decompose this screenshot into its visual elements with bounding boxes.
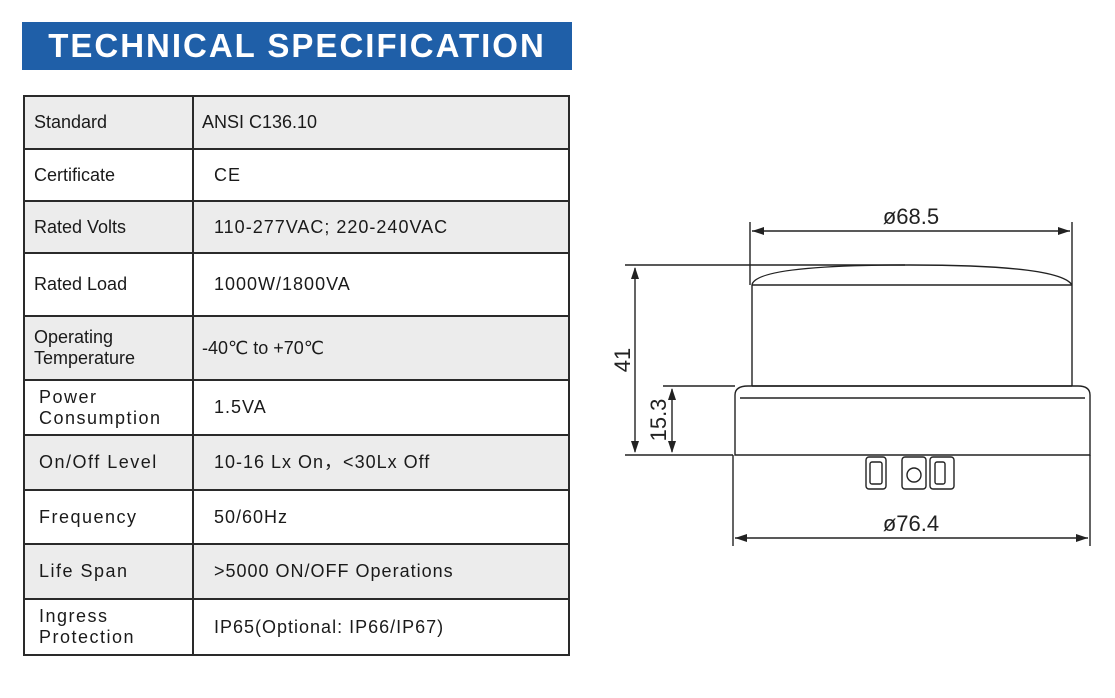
spec-label: Frequency [23,489,194,545]
table-row: Certificate CE [23,148,570,202]
bottom-diameter-label: ø76.4 [883,511,939,536]
photocontrol-dimension-drawing: ø68.5 ø76.4 41 15.3 [610,204,1091,546]
table-row: On/Off Level 10-16 Lx On，<30Lx Off [23,434,570,491]
spec-value: 10-16 Lx On，<30Lx Off [192,434,570,491]
prong-hole [906,467,922,483]
spec-value: 110-277VAC; 220-240VAC [192,200,570,254]
spec-label: Certificate [23,148,194,202]
dome-cap [751,264,1073,286]
spec-value: IP65(Optional: IP66/IP67) [192,598,570,656]
arrowhead [735,534,747,542]
spec-label: Standard [23,95,194,150]
spec-value: 1000W/1800VA [192,252,570,317]
prong-inner [934,461,946,485]
table-row: Standard ANSI C136.10 [23,95,570,150]
arrowhead [631,441,639,453]
spec-label: Ingress Protection [23,598,194,656]
base-height-label: 15.3 [646,399,671,442]
arrowhead [752,227,764,235]
table-row: Frequency 50/60Hz [23,489,570,545]
spec-value: 50/60Hz [192,489,570,545]
spec-value: CE [192,148,570,202]
height-label: 41 [610,348,635,372]
prong-inner [869,461,883,485]
table-row: Rated Load 1000W/1800VA [23,252,570,317]
base-housing [734,385,1091,456]
table-row: Power Consumption 1.5VA [23,379,570,436]
spec-value: ANSI C136.10 [192,95,570,150]
spec-label: Operating Temperature [23,315,194,381]
title-banner: TECHNICAL SPECIFICATION [22,22,572,70]
spec-label: Life Span [23,543,194,600]
prong [929,456,955,490]
arrowhead [668,388,676,400]
spec-value: >5000 ON/OFF Operations [192,543,570,600]
arrowhead [631,267,639,279]
table-row: Rated Volts 110-277VAC; 220-240VAC [23,200,570,254]
table-row: Ingress Protection IP65(Optional: IP66/I… [23,598,570,656]
spec-value: 1.5VA [192,379,570,436]
spec-value: -40℃ to +70℃ [192,315,570,381]
table-row: Life Span >5000 ON/OFF Operations [23,543,570,600]
spec-label: Rated Volts [23,200,194,254]
table-row: Operating Temperature -40℃ to +70℃ [23,315,570,381]
arrowhead [1058,227,1070,235]
spec-label: Power Consumption [23,379,194,436]
top-diameter-label: ø68.5 [883,204,939,229]
spec-label: Rated Load [23,252,194,317]
spec-table: Standard ANSI C136.10 Certificate CE Rat… [23,95,570,656]
prong [901,456,927,490]
prong [865,456,887,490]
spec-label: On/Off Level [23,434,194,491]
arrowhead [1076,534,1088,542]
arrowhead [668,441,676,453]
page-title: TECHNICAL SPECIFICATION [48,27,546,64]
